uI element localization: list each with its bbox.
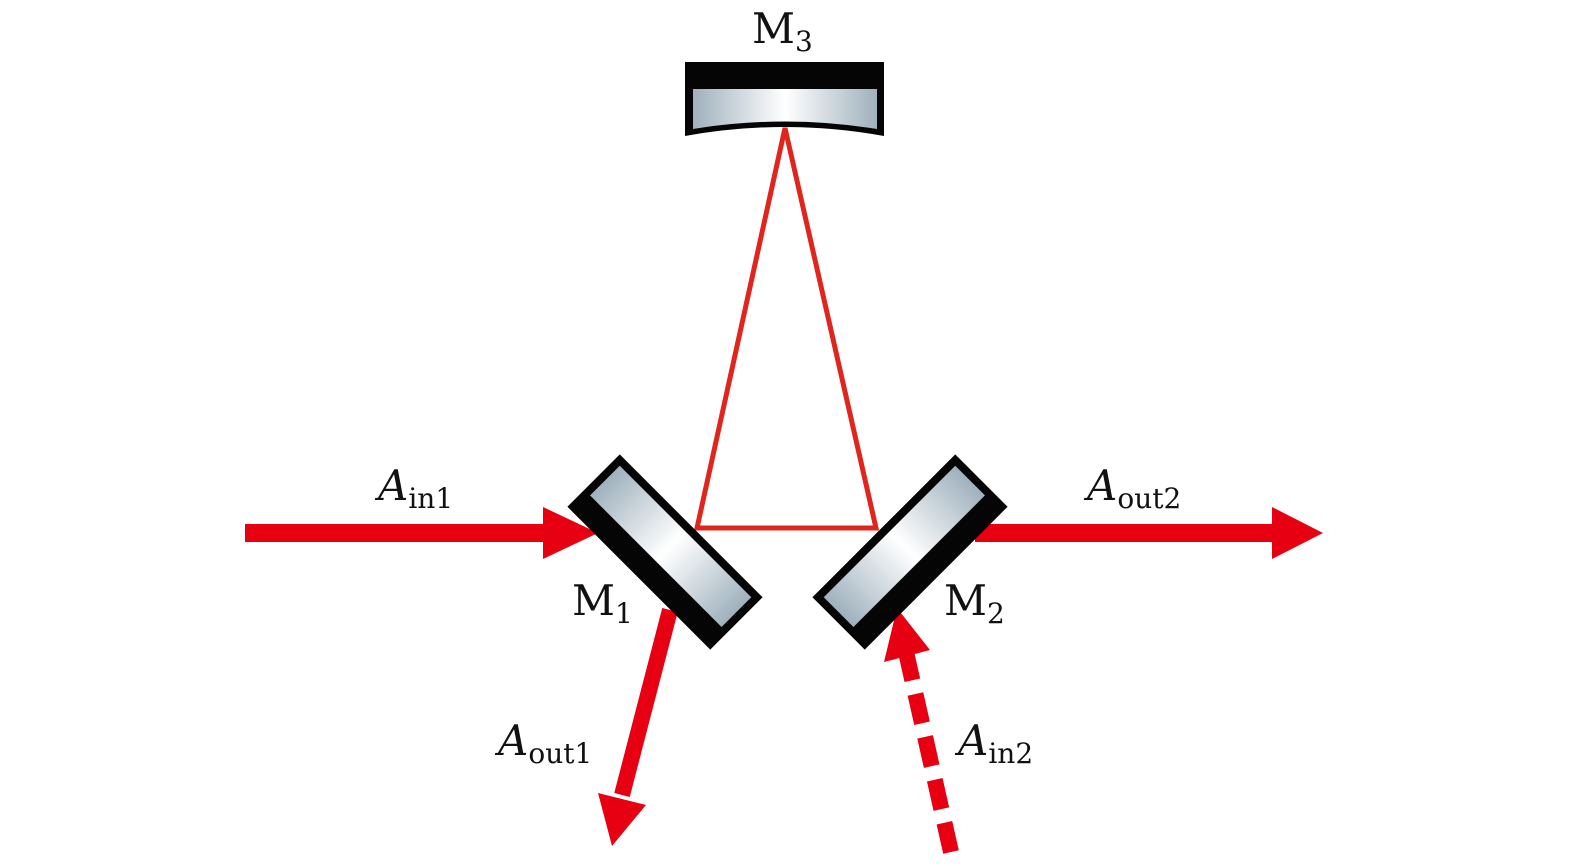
label-a-out1: Aout1: [498, 716, 593, 770]
beam-a-out2-arrow: [975, 507, 1323, 559]
mirror-m2: [812, 454, 1008, 650]
mirror-m1: [567, 454, 763, 650]
label-m2: M2: [944, 576, 1005, 630]
label-a-in2: Ain2: [958, 716, 1034, 770]
cavity-beam-path: [693, 127, 880, 531]
beam-a-out1-arrow: [598, 607, 678, 846]
label-a-out2: Aout2: [1087, 461, 1182, 515]
beam-a-in1-arrow: [245, 507, 598, 559]
label-m3: M3: [752, 4, 813, 58]
label-m1: M1: [572, 576, 633, 630]
label-a-in1: Ain1: [378, 461, 454, 515]
beam-a-in2-arrow: [884, 608, 959, 854]
mirror-m3: [685, 62, 884, 136]
